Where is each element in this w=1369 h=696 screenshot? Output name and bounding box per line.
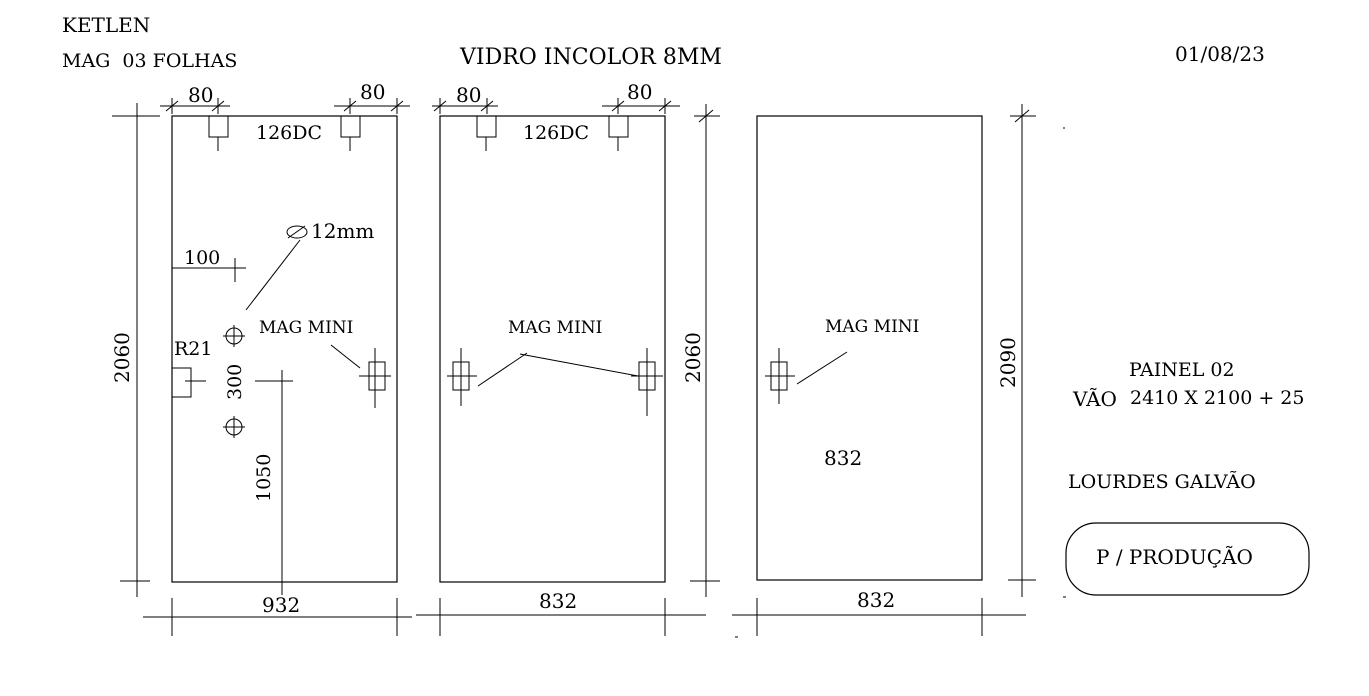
panel-1-top-offset-left: 80 bbox=[188, 83, 213, 107]
production-status-box bbox=[1065, 522, 1310, 596]
panel-3-width-label: 832 bbox=[857, 588, 895, 612]
panel-2-outline bbox=[439, 115, 666, 583]
panel-3-outline bbox=[756, 115, 983, 581]
panel-2-hinge-right bbox=[608, 115, 629, 138]
panel-1-mag-label: MAG MINI bbox=[259, 318, 353, 338]
span-prefix: VÃO bbox=[1072, 387, 1117, 411]
panel-1-width-label: 932 bbox=[262, 593, 300, 617]
panel-1: 80 80 126DC 12mm 100 300 R21 bbox=[110, 80, 412, 636]
client-name: KETLEN bbox=[62, 13, 150, 37]
panel-name: PAINEL 02 bbox=[1129, 359, 1235, 381]
panel-1-hinge-right bbox=[340, 115, 361, 138]
panel-3-height-label: 2090 bbox=[996, 337, 1020, 388]
panel-2-top-offset-left: 80 bbox=[456, 83, 481, 107]
panel-2-height-label: 2060 bbox=[681, 332, 705, 383]
panel-3: MAG MINI 832 2090 832 bbox=[732, 104, 1036, 636]
production-status-label: P / PRODUÇÃO bbox=[1096, 545, 1253, 569]
panel-1-hinge-label: 126DC bbox=[256, 122, 322, 144]
panel-3-mag-label: MAG MINI bbox=[825, 317, 919, 337]
panel-1-handle-height-label: 1050 bbox=[253, 454, 275, 502]
panel-1-hole-label: 12mm bbox=[311, 219, 374, 243]
panel-1-radius-notch bbox=[172, 367, 192, 398]
panel-2-hinge-label: 126DC bbox=[523, 122, 589, 144]
span-value: 2410 X 2100 + 25 bbox=[1130, 387, 1305, 409]
panel-2-hinge-left bbox=[476, 115, 497, 138]
panel-1-radius-label: R21 bbox=[174, 338, 212, 360]
panel-2-top-offset-right: 80 bbox=[627, 80, 652, 104]
panel-3-center-label: 832 bbox=[824, 446, 862, 470]
drawing-title: VIDRO INCOLOR 8MM bbox=[459, 45, 722, 70]
panel-1-hinge-left bbox=[208, 115, 229, 138]
panel-1-outline bbox=[171, 115, 398, 583]
panel-1-hole-callout-marker bbox=[286, 225, 308, 239]
panel-1-hole-spacing-label: 300 bbox=[224, 364, 246, 400]
panel-1-height-label: 2060 bbox=[110, 332, 134, 383]
drawing-date: 01/08/23 bbox=[1175, 42, 1265, 66]
drawing-subtitle: MAG 03 FOLHAS bbox=[62, 50, 237, 72]
panel-2-mag-label: MAG MINI bbox=[508, 318, 602, 338]
panel-2-width-label: 832 bbox=[539, 589, 577, 613]
customer-name: LOURDES GALVÃO bbox=[1068, 471, 1256, 493]
panel-1-top-offset-right: 80 bbox=[360, 80, 385, 104]
panel-1-hole-offset-label: 100 bbox=[184, 247, 220, 269]
panel-2: 80 80 126DC MAG MINI 2060 832 bbox=[416, 80, 720, 636]
